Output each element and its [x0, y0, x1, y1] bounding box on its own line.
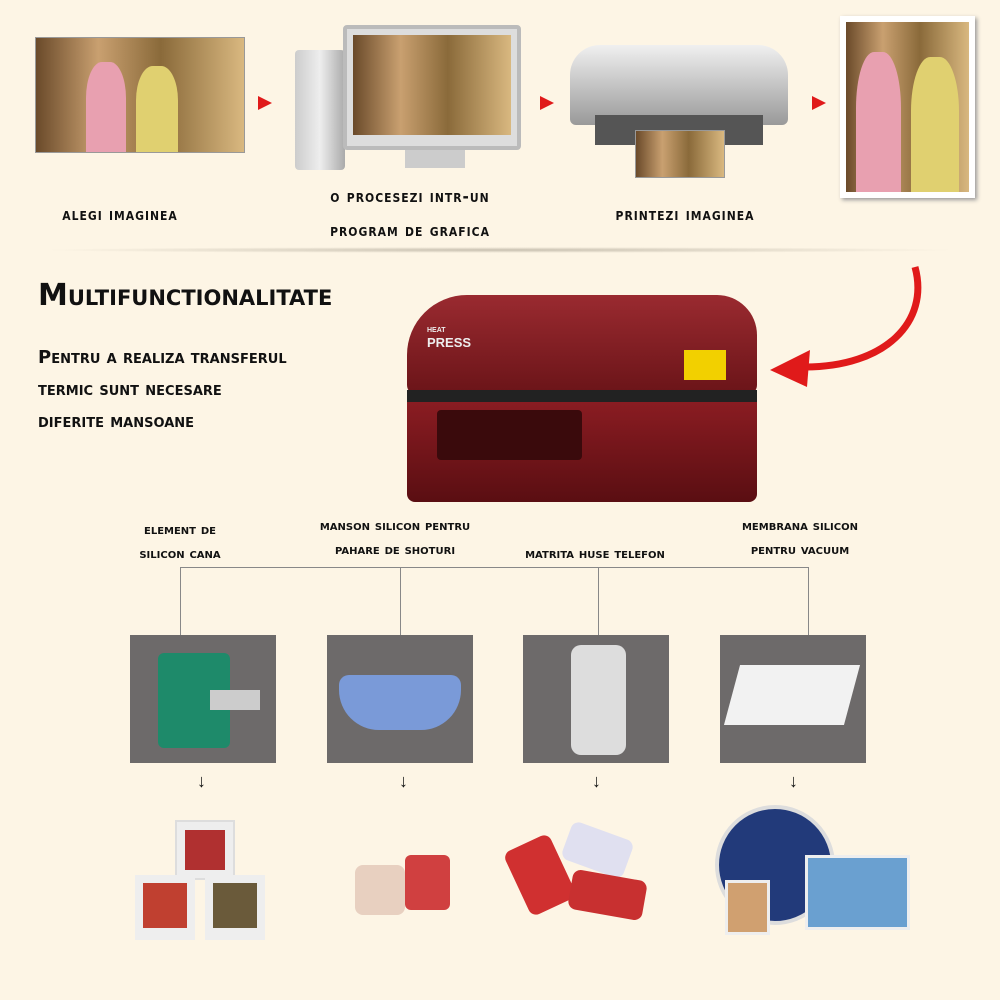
section-description: Pentru a realiza transferul termic sunt …	[38, 342, 287, 438]
plates-product	[715, 805, 915, 940]
arrow-down-icon: ↓	[789, 771, 798, 791]
brand-small: HEAT	[427, 327, 446, 334]
phone-cases-product	[502, 820, 650, 922]
desc-line: Pentru a realiza transferul	[38, 347, 287, 368]
mug-silicon-box	[130, 635, 276, 763]
curved-arrow-icon	[770, 266, 922, 387]
step-caption: alegi imaginea	[62, 205, 178, 225]
step-caption: printezi imaginea	[615, 205, 755, 225]
caption-line: o procesezi intr-un	[330, 187, 490, 207]
label-line: manson silicon pentru	[319, 518, 471, 534]
heat-press-machine: HEAT PRESS	[402, 285, 760, 520]
label-line: pentru vacuum	[750, 542, 850, 558]
connector	[808, 567, 809, 635]
caption-line: program de grafica	[330, 221, 490, 241]
label-line: matrita huse telefon	[525, 546, 665, 562]
divider	[40, 247, 960, 253]
printer-image	[570, 35, 788, 180]
label-line: element de	[143, 522, 216, 538]
label-line: silicon cana	[139, 546, 221, 562]
mugs-product	[120, 815, 290, 945]
arrow-down-icon: ↓	[399, 771, 408, 791]
arrow-right-icon	[258, 96, 272, 110]
brand-large: PRESS	[427, 335, 472, 350]
label-line: membrana silicon	[741, 518, 858, 534]
accessory-label: manson silicon pentru pahare de shoturi	[290, 514, 500, 562]
label-line: pahare de shoturi	[334, 542, 456, 558]
shot-glasses-product	[350, 850, 460, 920]
connector-line	[180, 567, 809, 568]
computer-image	[295, 25, 523, 173]
desc-line: termic sunt necesare	[38, 379, 222, 400]
label-line	[495, 518, 695, 542]
arrow-down-icon: ↓	[197, 771, 206, 791]
arrow-right-icon	[812, 96, 826, 110]
desc-line: diferite mansoane	[38, 411, 195, 432]
phone-case-mold-box	[523, 635, 669, 763]
arrow-right-icon	[540, 96, 554, 110]
accessory-label: element de silicon cana	[110, 518, 250, 566]
section-title: Multifunctionalitate	[38, 278, 333, 313]
connector	[180, 567, 181, 635]
vacuum-membrane-box	[720, 635, 866, 763]
arrow-down-icon: ↓	[592, 771, 601, 791]
source-photo	[35, 37, 245, 153]
accessory-label: membrana silicon pentru vacuum	[715, 514, 885, 562]
connector	[400, 567, 401, 635]
printed-photo	[840, 16, 975, 198]
connector	[598, 567, 599, 635]
step-caption: o procesezi intr-un program de grafica	[285, 180, 535, 248]
shot-glass-sleeve-box	[327, 635, 473, 763]
accessory-label: matrita huse telefon	[495, 518, 695, 566]
